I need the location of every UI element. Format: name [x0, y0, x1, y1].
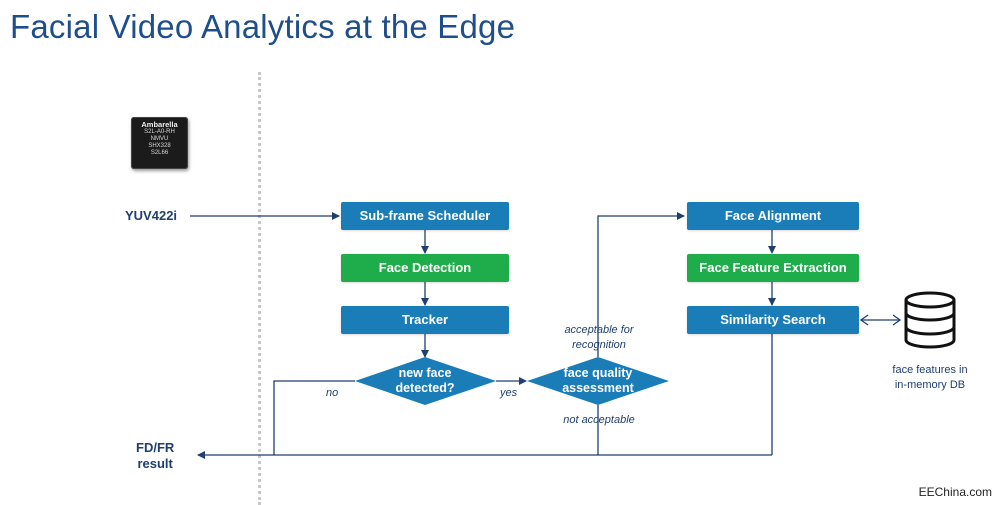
chip-line-1: S2L-A0-RH	[144, 129, 175, 135]
edge-label-yes: yes	[500, 387, 518, 399]
decision-quality-label: face quality assessment	[562, 366, 634, 395]
face-detection-box: Face Detection	[341, 254, 509, 282]
face-alignment-box: Face Alignment	[687, 202, 859, 230]
arrow-similarity-db	[859, 314, 902, 326]
face-feature-extraction-box: Face Feature Extraction	[687, 254, 859, 282]
line-no-to-result	[273, 380, 355, 455]
ambarella-chip-image: Ambarella S2L-A0-RH NMVU SHX328 S2L66	[131, 117, 188, 169]
watermark: EEChina.com	[918, 485, 992, 499]
page-title: Facial Video Analytics at the Edge	[10, 8, 516, 45]
decision-new-face-shape	[355, 357, 496, 405]
edge-label-acceptable: acceptable for recognition	[564, 324, 634, 351]
tracker-box: Tracker	[341, 306, 509, 334]
edge-label-not-acceptable: not acceptable	[563, 414, 635, 426]
input-source-label: YUV422i	[125, 208, 178, 223]
chip-line-3: SHX328	[148, 143, 171, 149]
sub-frame-scheduler-box: Sub-frame Scheduler	[341, 202, 509, 230]
similarity-search-box: Similarity Search	[687, 306, 859, 334]
chip-line-4: S2L66	[150, 150, 169, 156]
chip-brand: Ambarella	[141, 120, 178, 129]
chip-line-2: NMVU	[150, 136, 169, 142]
decision-quality-shape	[527, 357, 669, 405]
database-label: face features in in-memory DB	[892, 364, 968, 391]
result-label: FD/FR result	[136, 440, 175, 471]
edge-label-no: no	[326, 387, 339, 399]
decision-new-face-label: new face detected?	[395, 366, 455, 395]
arrow-acceptable-to-alignment	[597, 212, 685, 357]
database-icon	[904, 291, 956, 349]
divider-line	[258, 72, 261, 505]
